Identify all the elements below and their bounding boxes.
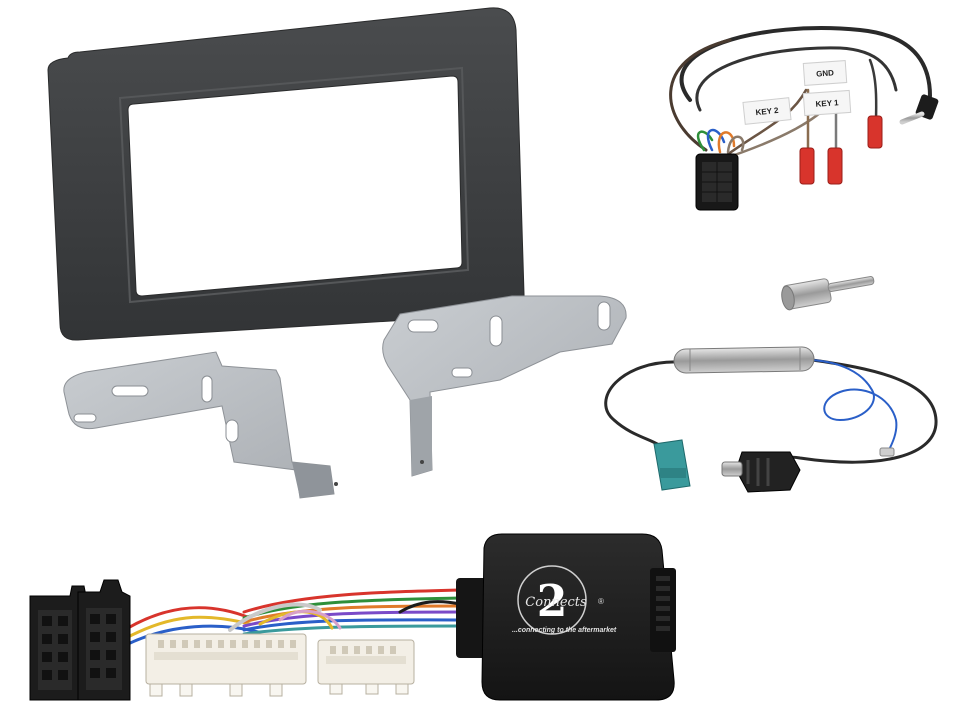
slot-hole <box>597 301 611 331</box>
wire-tag-gnd: GND <box>802 60 848 86</box>
slot-hole <box>201 375 213 403</box>
slot-hole <box>407 319 439 333</box>
slot-hole <box>73 413 97 423</box>
antenna-filter-cylinder <box>673 346 815 374</box>
gnd-label: GND <box>816 68 835 78</box>
antenna-adapter-plug <box>781 276 875 311</box>
iso-connector-power <box>29 585 87 701</box>
slot-hole <box>451 367 473 378</box>
connects2-logo: 2 Connects ® ...connecting to the afterm… <box>512 565 617 635</box>
vehicle-connector-small <box>317 639 415 695</box>
quadlock-connector <box>695 153 739 211</box>
din-antenna-connector <box>721 451 801 493</box>
key1-label: KEY 1 <box>815 98 839 109</box>
slot-hole <box>489 315 503 347</box>
iso-connector-speaker <box>77 579 131 701</box>
steering-interface-box: 2 Connects ® ...connecting to the afterm… <box>456 533 676 701</box>
mounting-bracket-right <box>382 295 627 477</box>
fakra-connector <box>653 439 691 491</box>
slot-hole <box>225 419 239 443</box>
patch-lead-harness <box>669 26 932 162</box>
mounting-bracket-left <box>63 351 338 499</box>
loom-wires <box>126 588 462 646</box>
red-bullet-connector <box>799 115 883 185</box>
logo-tagline: ...connecting to the aftermarket <box>512 627 617 634</box>
key2-label: KEY 2 <box>755 106 779 117</box>
fascia-panel <box>47 7 525 341</box>
slot-hole <box>111 385 149 397</box>
wire-tag-key1: KEY 1 <box>802 89 852 117</box>
logo-registered: ® <box>598 597 604 606</box>
logo-word: Connects <box>525 595 587 610</box>
vehicle-connector-large <box>145 633 307 697</box>
jack-plug-3-5mm <box>899 94 939 125</box>
logo-numeral: 2 <box>537 576 568 627</box>
wire-tag-key2: KEY 2 <box>742 97 792 125</box>
